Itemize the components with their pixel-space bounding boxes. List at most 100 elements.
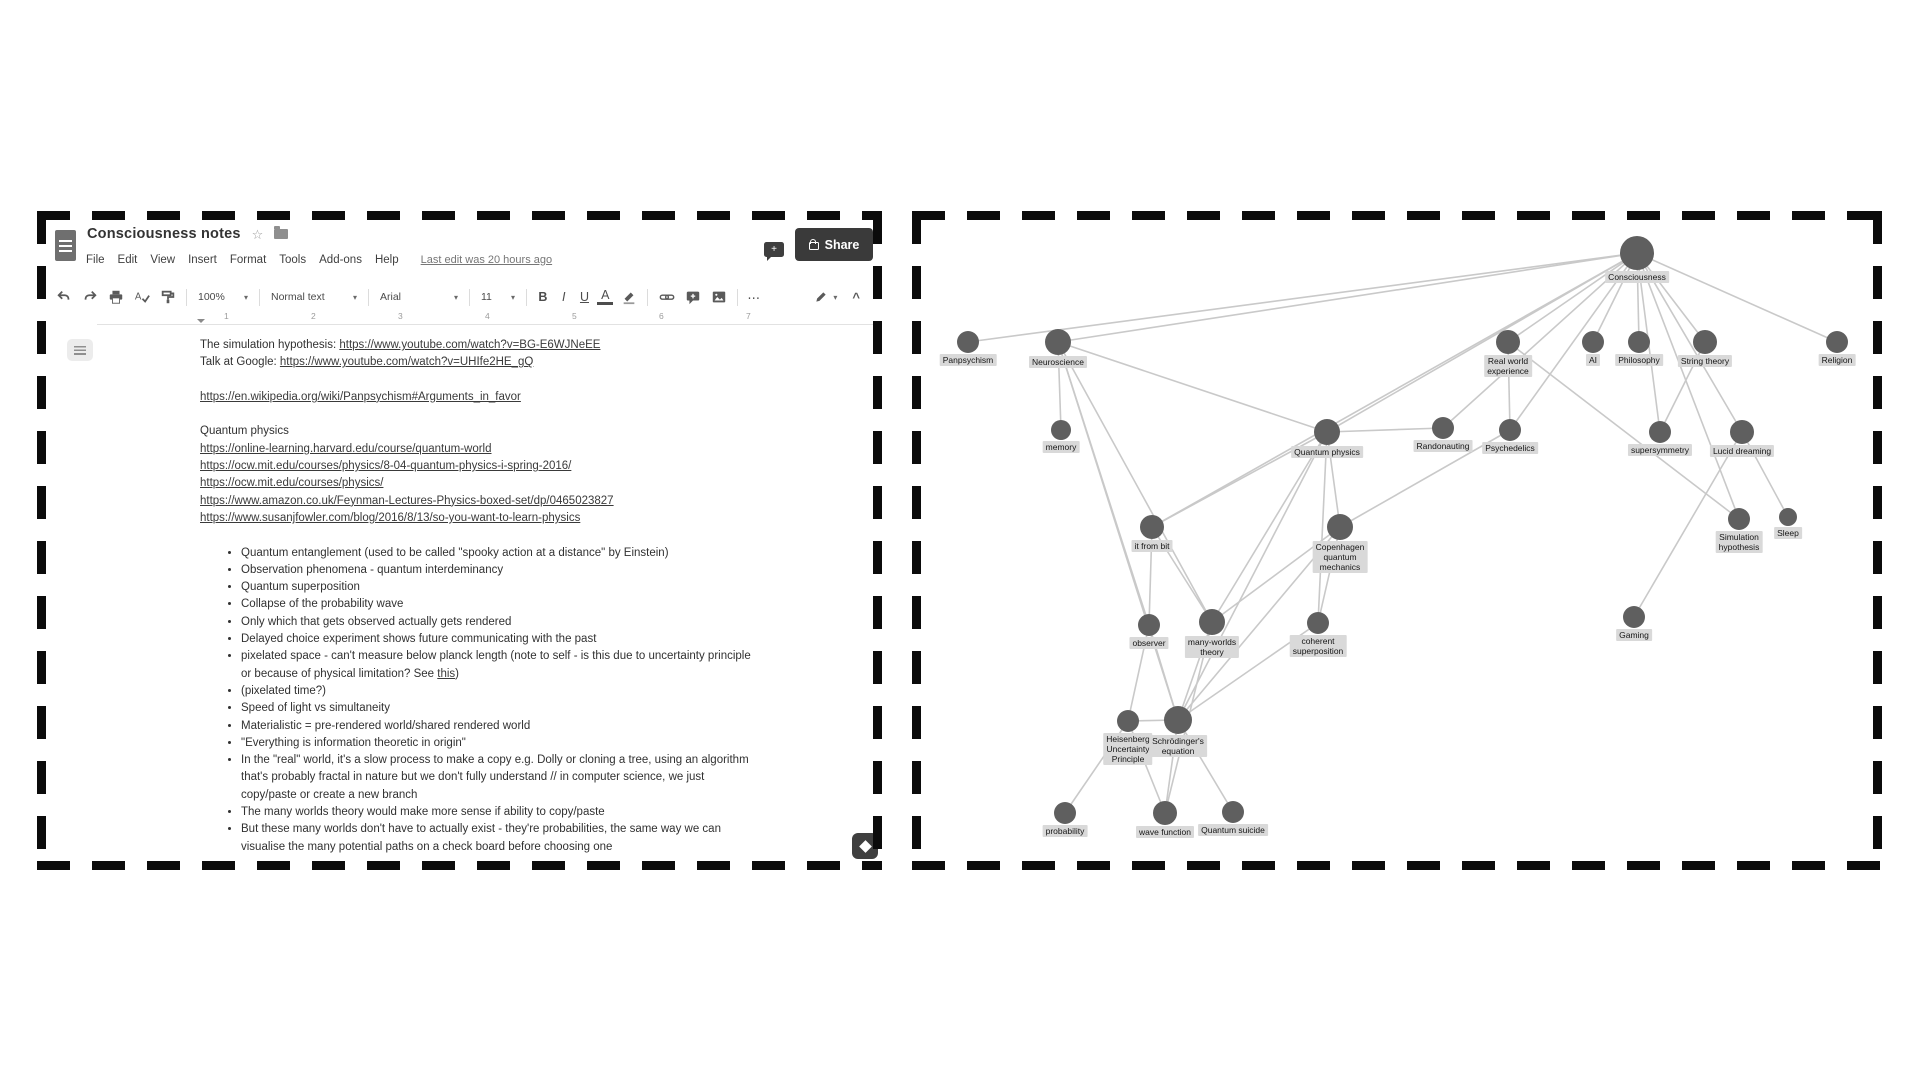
toolbar-divider [368, 288, 369, 306]
spellcheck-button[interactable]: A [131, 287, 152, 308]
menu-help[interactable]: Help [374, 254, 399, 266]
insert-link-button[interactable] [656, 287, 677, 308]
menu-tools[interactable]: Tools [279, 254, 307, 266]
graph-node-lucid_dreaming[interactable] [1730, 420, 1754, 444]
paragraph-style-select[interactable]: Normal text▾ [271, 291, 357, 303]
highlight-button[interactable] [618, 287, 639, 308]
graph-edge [967, 252, 1638, 343]
graph-node-sim_hypothesis[interactable] [1728, 508, 1750, 530]
graph-node-quantum_suicide[interactable] [1222, 801, 1244, 823]
graph-node-philosophy[interactable] [1628, 331, 1650, 353]
collapse-menus-button[interactable]: ^ [852, 289, 860, 305]
graph-node-it_from_bit[interactable] [1140, 515, 1164, 539]
menu-file[interactable]: File [86, 254, 105, 266]
graph-node-sleep[interactable] [1779, 508, 1797, 526]
document-outline-button[interactable] [67, 339, 93, 361]
font-select[interactable]: Arial▾ [380, 291, 458, 303]
graph-node-observer[interactable] [1138, 614, 1160, 636]
graph-node-supersymmetry[interactable] [1649, 421, 1671, 443]
graph-node-psychedelics[interactable] [1499, 419, 1521, 441]
bold-button[interactable]: B [538, 290, 548, 304]
folder-icon[interactable] [274, 226, 289, 239]
graph-edge [1633, 431, 1743, 618]
underline-button[interactable]: U [579, 290, 589, 304]
text-color-button[interactable]: A [597, 289, 614, 305]
graph-label-philosophy: Philosophy [1615, 354, 1663, 367]
graph-node-gaming[interactable] [1623, 606, 1645, 628]
graph-label-memory: memory [1042, 441, 1080, 454]
graph-label-ai: AI [1585, 354, 1601, 367]
doc-link[interactable]: https://ocw.mit.edu/courses/physics/8-04… [200, 460, 572, 473]
doc-link[interactable]: this [437, 667, 456, 680]
ruler-number: 4 [485, 311, 490, 321]
redo-button[interactable] [79, 287, 100, 308]
doc-link[interactable]: https://www.youtube.com/watch?v=UHIfe2HE… [279, 356, 534, 369]
graph-node-many_worlds[interactable] [1199, 609, 1225, 635]
share-button[interactable]: Share [795, 228, 873, 261]
insert-image-button[interactable] [708, 287, 729, 308]
document-page[interactable]: The simulation hypothesis: https://www.y… [200, 337, 810, 856]
comment-history-icon[interactable]: + [764, 242, 784, 261]
zoom-select[interactable]: 100%▾ [198, 291, 248, 303]
indent-marker[interactable] [197, 319, 205, 327]
graph-label-many_worlds: many-worlds theory [1184, 636, 1240, 659]
menu-insert[interactable]: Insert [188, 254, 217, 266]
last-edit-link[interactable]: Last edit was 20 hours ago [420, 254, 553, 266]
graph-node-consciousness[interactable] [1620, 236, 1654, 270]
doc-link[interactable]: https://www.susanjfowler.com/blog/2016/8… [200, 511, 581, 524]
graph-label-it_from_bit: it from bit [1131, 540, 1173, 553]
graph-node-panpsychism[interactable] [957, 331, 979, 353]
dashed-border [37, 861, 882, 870]
graph-edge [1636, 252, 1740, 520]
star-icon[interactable]: ☆ [251, 226, 264, 242]
graph-node-schrodinger[interactable] [1164, 706, 1192, 734]
menu-view[interactable]: View [150, 254, 176, 266]
undo-button[interactable] [53, 287, 74, 308]
ruler-number: 5 [572, 311, 577, 321]
paint-format-button[interactable] [157, 287, 178, 308]
graph-node-quantum_physics[interactable] [1314, 419, 1340, 445]
doc-link[interactable]: https://online-learning.harvard.edu/cour… [200, 442, 492, 455]
toolbar-divider [259, 288, 260, 306]
doc-link[interactable]: https://ocw.mit.edu/courses/physics/ [200, 477, 384, 490]
doc-bullet: Only which that gets observed actually g… [241, 614, 753, 631]
chevron-down-icon: ▾ [243, 292, 248, 302]
graph-node-neuroscience[interactable] [1045, 329, 1071, 355]
graph-edge [1636, 252, 1706, 343]
doc-link[interactable]: https://www.amazon.co.uk/Feynman-Lecture… [200, 494, 614, 507]
graph-label-wave_function: wave function [1136, 826, 1194, 839]
editing-mode-select[interactable]: ▾ [811, 290, 840, 304]
chevron-down-icon: ▾ [510, 292, 515, 302]
graph-edge [1057, 341, 1328, 433]
graph-node-real_world[interactable] [1496, 330, 1520, 354]
menu-format[interactable]: Format [229, 254, 267, 266]
graph-node-randonauting[interactable] [1432, 417, 1454, 439]
dashed-border [912, 861, 1882, 870]
graph-node-wave_function[interactable] [1153, 801, 1177, 825]
graph-label-religion: Religion [1818, 354, 1856, 367]
graph-node-probability[interactable] [1054, 802, 1076, 824]
more-options-button[interactable]: ⋯ [747, 290, 761, 305]
graph-edge [1339, 429, 1511, 528]
chevron-down-icon: ▾ [453, 292, 458, 302]
add-comment-button[interactable] [682, 287, 703, 308]
graph-node-copenhagen[interactable] [1327, 514, 1353, 540]
graph-node-religion[interactable] [1826, 331, 1848, 353]
doc-link[interactable]: https://en.wikipedia.org/wiki/Panpsychis… [200, 390, 521, 403]
font-size-select[interactable]: 11▾ [481, 291, 515, 303]
graph-node-heisenberg[interactable] [1117, 710, 1139, 732]
graph-edge [1636, 252, 1838, 343]
graph-node-string_theory[interactable] [1693, 330, 1717, 354]
pencil-icon [816, 292, 827, 302]
print-button[interactable] [105, 287, 126, 308]
graph-node-memory[interactable] [1051, 420, 1071, 440]
menu-addons[interactable]: Add-ons [319, 254, 362, 266]
doc-link[interactable]: https://www.youtube.com/watch?v=BG-E6WJN… [339, 339, 601, 351]
menu-edit[interactable]: Edit [117, 254, 138, 266]
doc-bullet-list: Quantum entanglement (used to be called … [200, 545, 810, 856]
italic-button[interactable]: I [561, 290, 566, 304]
graph-node-coherent[interactable] [1307, 612, 1329, 634]
document-title[interactable]: Consciousness notes [87, 226, 241, 242]
graph-node-ai[interactable] [1582, 331, 1604, 353]
